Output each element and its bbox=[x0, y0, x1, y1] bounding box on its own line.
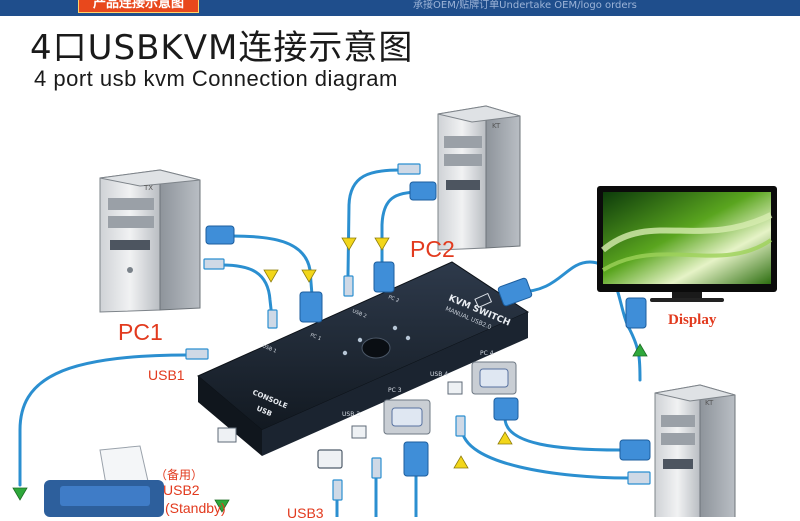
usb3-label: USB3 bbox=[287, 505, 324, 521]
kvm-port-label-4: PC 4 bbox=[480, 350, 494, 357]
pc1-tower: TX bbox=[99, 169, 201, 313]
monitor-icon bbox=[597, 186, 777, 302]
usb2-label: USB2 bbox=[163, 482, 200, 498]
pc1-label: PC1 bbox=[118, 319, 163, 345]
cable-pc2-usb bbox=[346, 168, 402, 277]
vga-connectors bbox=[205, 181, 651, 477]
display-label: Display bbox=[668, 312, 717, 328]
diagram-title: 4口USBKVM连接示意图 bbox=[30, 28, 414, 68]
kvm-usb-label-4: USB 4 bbox=[430, 371, 448, 378]
usb-plug-icon bbox=[185, 163, 651, 501]
banner-tab: 产品连接示意图 bbox=[78, 0, 200, 13]
cable-pc1-usb bbox=[220, 263, 274, 320]
kvm-port-label-2: PC 2 bbox=[387, 294, 400, 304]
kvm-usb-label-3: USB 3 bbox=[342, 411, 360, 418]
banner-note: 承接OEM/贴牌订单Undertake OEM/logo orders bbox=[413, 0, 637, 11]
cable-usb1 bbox=[18, 353, 190, 487]
usb2-cn-label: （备用） bbox=[155, 468, 204, 482]
usb1-label: USB1 bbox=[148, 367, 185, 383]
kvm-port-label-3: PC 3 bbox=[388, 387, 402, 394]
cable-pc4-usb bbox=[460, 426, 630, 480]
cables bbox=[18, 168, 642, 517]
diagram-subtitle: 4 port usb kvm Connection diagram bbox=[34, 66, 398, 91]
vga-plug-icon bbox=[383, 361, 517, 435]
printer-icon bbox=[44, 445, 164, 517]
kvm-port-label-1: PC 1 bbox=[309, 332, 322, 342]
pc2-tower-label: KT bbox=[492, 122, 501, 130]
arrow-icon bbox=[12, 237, 648, 513]
pc1-tower-label: TX bbox=[143, 184, 153, 192]
cable-pc1-vga bbox=[230, 234, 314, 297]
pc2-tower: KT bbox=[437, 105, 521, 251]
top-banner: 产品连接示意图 承接OEM/贴牌订单Undertake OEM/logo ord… bbox=[0, 0, 800, 16]
usb2-standby-label: (Standby) bbox=[165, 500, 226, 516]
pc4-tower: KT bbox=[654, 384, 736, 517]
kvm-switch-icon: KVM SWITCH MANUAL USB2.0 PC 1 PC 2 PC 3 … bbox=[197, 261, 530, 456]
cable-pc4-vga bbox=[503, 416, 622, 452]
kvm-usb-label-2: USB 2 bbox=[351, 308, 367, 319]
kvm-usb-label-1: USB 1 bbox=[261, 343, 277, 354]
pc4-tower-label: KT bbox=[705, 399, 714, 407]
pc2-label: PC2 bbox=[410, 236, 455, 262]
